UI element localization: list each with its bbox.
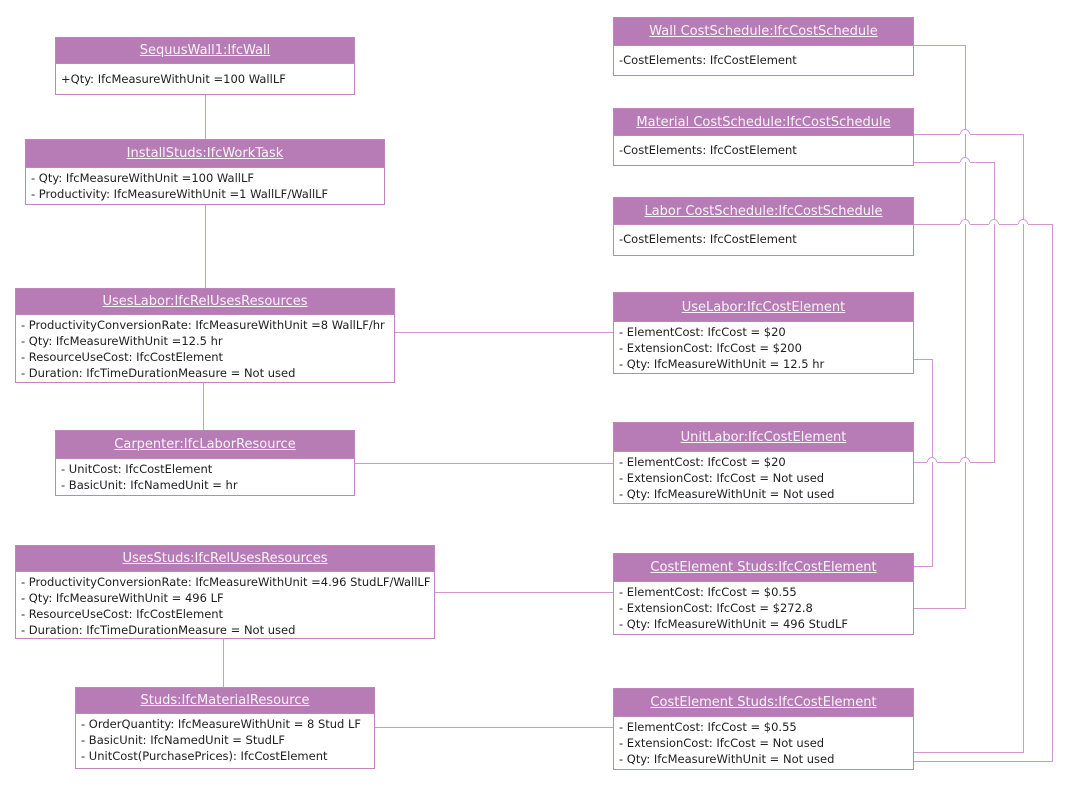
object-attribute: - ResourceUseCost: IfcCostElement xyxy=(21,350,224,364)
connector-wallcs-down xyxy=(965,45,966,609)
object-attribute: - ElementCost: IfcCost = $20 xyxy=(619,455,786,469)
object-box-costelementstuds-1[interactable]: CostElement Studs:IfcCostElement - Eleme… xyxy=(613,553,914,635)
object-box-uselabor[interactable]: UseLabor:IfcCostElement - ElementCost: I… xyxy=(613,292,914,374)
object-attribute: - Duration: IfcTimeDurationMeasure = Not… xyxy=(21,366,296,380)
line-hop-icon xyxy=(960,219,970,224)
object-title: UnitLabor:IfcCostElement xyxy=(614,423,913,452)
object-title: Labor CostSchedule:IfcCostSchedule xyxy=(614,198,913,225)
object-attribute: - Qty: IfcMeasureWithUnit = 496 LF xyxy=(21,591,224,605)
object-attribute: - ExtensionCost: IfcCost = Not used xyxy=(619,471,825,485)
connector-wallcs-stub xyxy=(913,45,966,46)
connector-carpenter-unitlabor xyxy=(354,463,614,464)
object-attribute: - ProductivityConversionRate: IfcMeasure… xyxy=(21,318,385,332)
connector-materialcs-down1 xyxy=(1023,134,1024,753)
object-box-carpenter[interactable]: Carpenter:IfcLaborResource - UnitCost: I… xyxy=(55,430,355,496)
object-attribute: -CostElements: IfcCostElement xyxy=(619,143,797,157)
object-attribute: - BasicUnit: IfcNamedUnit = hr xyxy=(61,478,238,492)
object-attribute: - ResourceUseCost: IfcCostElement xyxy=(21,607,224,621)
object-title: Wall CostSchedule:IfcCostSchedule xyxy=(614,18,913,46)
object-title: UseLabor:IfcCostElement xyxy=(614,293,913,322)
connector-ces1-wallcs xyxy=(913,608,966,609)
object-attribute: - ElementCost: IfcCost = $0.55 xyxy=(619,720,797,734)
object-attribute: - BasicUnit: IfcNamedUnit = StudLF xyxy=(81,733,285,747)
connector-materialcs-stub2 xyxy=(913,162,995,163)
line-hop-icon xyxy=(960,157,970,162)
line-hop-icon xyxy=(960,457,970,462)
line-hop-icon xyxy=(927,457,937,462)
object-attribute: +Qty: IfcMeasureWithUnit =100 WallLF xyxy=(61,72,286,86)
object-attribute: - Duration: IfcTimeDurationMeasure = Not… xyxy=(21,623,296,637)
object-box-useslabor[interactable]: UsesLabor:IfcRelUsesResources - Producti… xyxy=(15,288,395,383)
object-box-studs[interactable]: Studs:IfcMaterialResource - OrderQuantit… xyxy=(75,687,375,769)
connector-uselabor-stub xyxy=(913,359,933,360)
object-attribute: - UnitCost: IfcCostElement xyxy=(61,462,213,476)
line-hop-icon xyxy=(989,219,999,224)
object-attribute: - ExtensionCost: IfcCost = $272.8 xyxy=(619,601,813,615)
object-attribute: - OrderQuantity: IfcMeasureWithUnit = 8 … xyxy=(81,717,362,731)
object-attribute: - Qty: IfcMeasureWithUnit =100 WallLF xyxy=(31,171,255,185)
connector-ces2-materialcs xyxy=(913,752,1024,753)
object-attribute: - Qty: IfcMeasureWithUnit =12.5 hr xyxy=(21,334,223,348)
object-attribute: -CostElements: IfcCostElement xyxy=(619,53,797,67)
object-title: CostElement Studs:IfcCostElement xyxy=(614,554,913,582)
object-title: SequusWall1:IfcWall xyxy=(56,38,354,64)
object-box-costelementstuds-2[interactable]: CostElement Studs:IfcCostElement - Eleme… xyxy=(613,688,914,770)
connector-useslabor-carpenter xyxy=(203,382,204,431)
line-hop-icon xyxy=(960,129,970,134)
line-hop-icon xyxy=(1018,219,1028,224)
object-attribute: - Qty: IfcMeasureWithUnit = 12.5 hr xyxy=(619,357,825,371)
object-title: Studs:IfcMaterialResource xyxy=(76,688,374,714)
connector-studs-ces2 xyxy=(374,727,614,728)
object-title: Material CostSchedule:IfcCostSchedule xyxy=(614,109,913,136)
object-box-installstuds[interactable]: InstallStuds:IfcWorkTask - Qty: IfcMeasu… xyxy=(25,139,385,205)
object-attribute: - Qty: IfcMeasureWithUnit = Not used xyxy=(619,752,835,766)
connector-unitlabor-materialcs xyxy=(913,462,995,463)
object-title: Carpenter:IfcLaborResource xyxy=(56,431,354,459)
object-box-unitlabor[interactable]: UnitLabor:IfcCostElement - ElementCost: … xyxy=(613,422,914,504)
object-box-wallcostschedule[interactable]: Wall CostSchedule:IfcCostSchedule -CostE… xyxy=(613,17,914,76)
object-title: UsesLabor:IfcRelUsesResources xyxy=(16,289,394,315)
connector-usesstuds-studs xyxy=(223,638,224,688)
object-box-sequuswall1[interactable]: SequusWall1:IfcWall +Qty: IfcMeasureWith… xyxy=(55,37,355,95)
object-attribute: - ExtensionCost: IfcCost = Not used xyxy=(619,736,825,750)
object-title: CostElement Studs:IfcCostElement xyxy=(614,689,913,717)
object-title: InstallStuds:IfcWorkTask xyxy=(26,140,384,168)
connector-installstuds-useslabor xyxy=(205,203,206,289)
object-attribute: - Qty: IfcMeasureWithUnit = 496 StudLF xyxy=(619,617,848,631)
object-attribute: - Qty: IfcMeasureWithUnit = Not used xyxy=(619,487,835,501)
object-attribute: - ElementCost: IfcCost = $0.55 xyxy=(619,585,797,599)
object-title: UsesStuds:IfcRelUsesResources xyxy=(16,546,434,572)
connector-wall-installstuds xyxy=(205,94,206,140)
object-attribute: - ProductivityConversionRate: IfcMeasure… xyxy=(21,575,431,589)
connector-uselabor-down xyxy=(932,359,933,567)
object-attribute: - ElementCost: IfcCost = $20 xyxy=(619,325,786,339)
connector-usesstuds-ces1 xyxy=(434,592,614,593)
connector-laborcs-stub xyxy=(913,224,1053,225)
object-attribute: -CostElements: IfcCostElement xyxy=(619,232,797,246)
connector-ces1-uselabor xyxy=(913,566,933,567)
object-attribute: - Productivity: IfcMeasureWithUnit =1 Wa… xyxy=(31,187,329,201)
object-attribute: - ExtensionCost: IfcCost = $200 xyxy=(619,341,802,355)
connector-useslabor-uselabor xyxy=(394,332,614,333)
connector-ces2-laborcs xyxy=(913,761,1053,762)
connector-laborcs-down xyxy=(1052,224,1053,762)
object-attribute: - UnitCost(PurchasePrices): IfcCostEleme… xyxy=(81,749,328,763)
connector-materialcs-down2 xyxy=(994,162,995,463)
object-box-laborcostschedule[interactable]: Labor CostSchedule:IfcCostSchedule -Cost… xyxy=(613,197,914,256)
object-box-materialcostschedule[interactable]: Material CostSchedule:IfcCostSchedule -C… xyxy=(613,108,914,166)
object-box-usesstuds[interactable]: UsesStuds:IfcRelUsesResources - Producti… xyxy=(15,545,435,639)
